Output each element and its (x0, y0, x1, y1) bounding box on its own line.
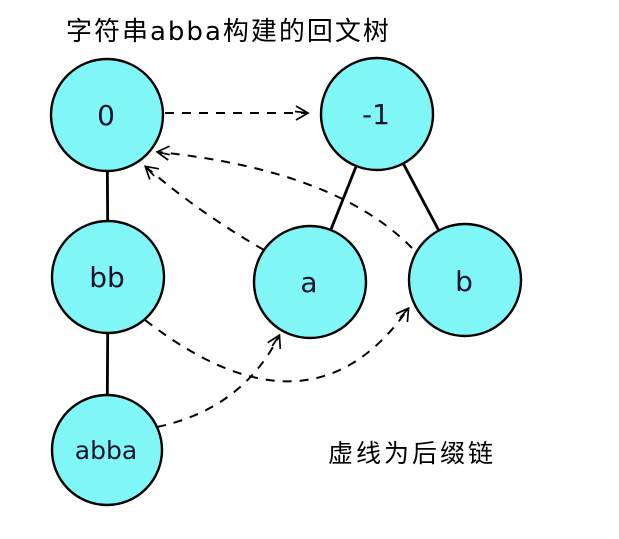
node-b-label: b (455, 265, 473, 298)
node-bb-label: bb (89, 261, 125, 294)
node-b: b (407, 222, 523, 338)
nodes: 0 -1 bb a b abba (49, 56, 523, 507)
suffix-link-b-to-0 (155, 145, 413, 249)
suffix-link-bb-to-b (144, 306, 410, 383)
suffix-links (143, 105, 413, 428)
node-0: 0 (49, 57, 165, 173)
diagram-caption: 虚线为后缀链 (328, 439, 496, 468)
node-neg1-label: -1 (362, 98, 390, 131)
node-0-label: 0 (97, 99, 115, 132)
node-abba-label: abba (75, 436, 137, 465)
node-a-circle (252, 224, 368, 340)
suffix-link-a-to-0 (143, 165, 265, 251)
node-0-circle (49, 57, 165, 173)
node-abba-circle (50, 393, 164, 507)
node-neg1-circle (319, 56, 435, 172)
diagram-title: 字符串abba构建的回文树 (66, 17, 391, 47)
suffix-link-abba-to-a (156, 333, 282, 428)
node-neg1: -1 (319, 56, 435, 172)
node-a-label: a (300, 266, 317, 299)
node-a: a (252, 224, 368, 340)
node-bb: bb (50, 219, 166, 335)
node-bb-circle (50, 219, 166, 335)
node-abba: abba (50, 393, 164, 507)
node-b-circle (407, 222, 523, 338)
